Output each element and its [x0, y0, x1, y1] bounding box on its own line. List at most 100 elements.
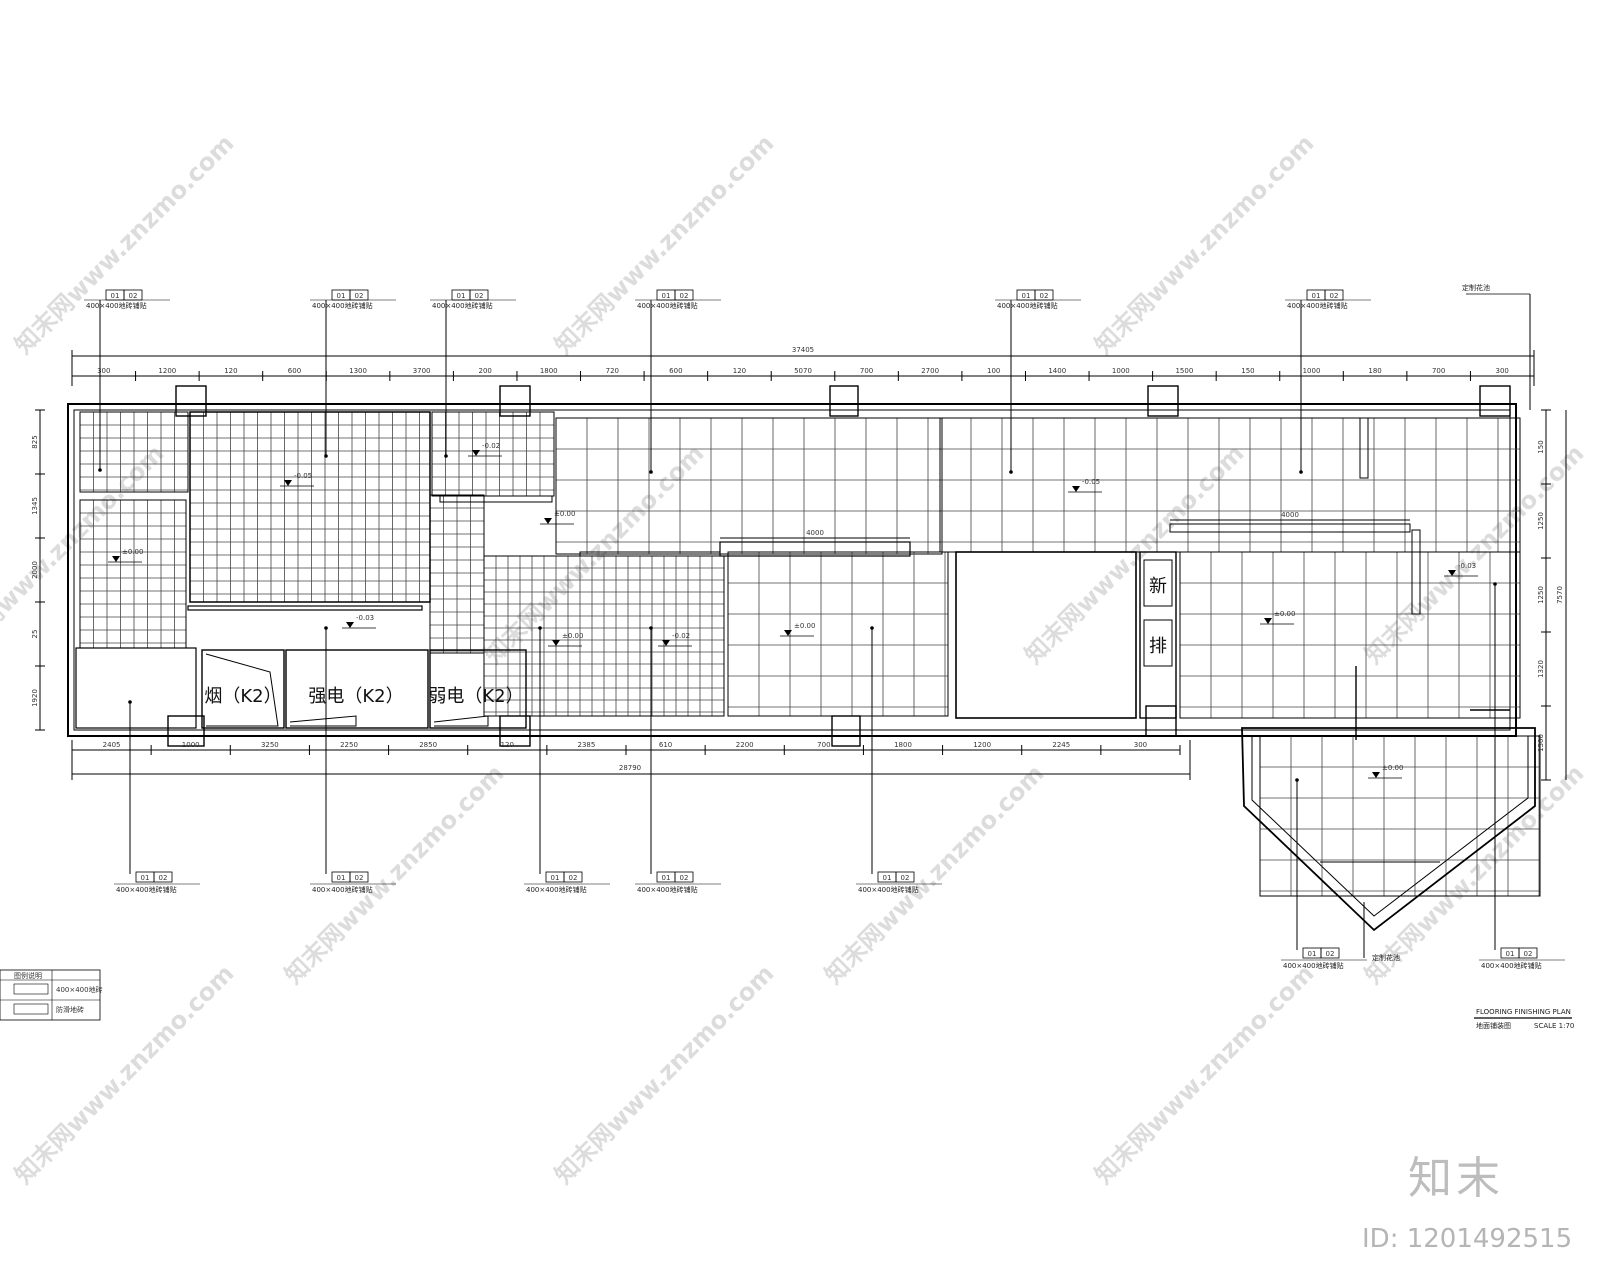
structural-column	[1479, 385, 1511, 417]
spec-label: 400×400地砖铺贴	[432, 301, 493, 310]
dim-label: 610	[659, 741, 672, 749]
tag-box	[563, 871, 583, 883]
dim-label: 4000	[1281, 511, 1299, 519]
tile-border	[555, 417, 943, 555]
floor-plan	[67, 385, 1541, 932]
level-value: -0.03	[356, 614, 374, 622]
leader-dot	[870, 626, 874, 630]
watermark-brand: 知末	[1408, 1153, 1504, 1204]
dim-label: 120	[733, 367, 746, 375]
dim-label: 1000	[1112, 367, 1130, 375]
spec-label: 400×400地砖铺贴	[312, 885, 373, 894]
dim-label: 1250	[1537, 512, 1545, 530]
dim-label: 600	[288, 367, 301, 375]
tag-text: 02	[1326, 950, 1335, 958]
dim-label: 300	[1496, 367, 1509, 375]
callout-planter-top: 定制花池	[1462, 283, 1531, 410]
spec-label: 400×400地砖铺贴	[858, 885, 919, 894]
level-triangle	[784, 630, 792, 636]
tag-box	[1518, 947, 1538, 959]
structural-column	[831, 715, 861, 747]
tag-box	[674, 871, 694, 883]
structural-column	[499, 385, 531, 417]
level-triangle	[544, 518, 552, 524]
legend-row: 400×400地砖	[56, 985, 103, 994]
spec-label: 400×400地砖铺贴	[637, 885, 698, 894]
room-name-new: 新	[1149, 576, 1167, 597]
level-triangle	[1448, 570, 1456, 576]
dim-label: 7570	[1556, 586, 1564, 604]
watermark-text: 知末网www.znzmo.com	[1089, 129, 1319, 359]
leader-dot	[1295, 778, 1299, 782]
tag-text: 02	[1330, 292, 1339, 300]
column-strip	[1359, 417, 1369, 479]
watermark-text: 知末网www.znzmo.com	[1359, 439, 1589, 669]
dim-label: 5070	[794, 367, 812, 375]
dim-label: 300	[97, 367, 110, 375]
level-value: ±0.00	[122, 548, 143, 556]
beam	[1169, 523, 1411, 533]
level-marker: ±0.00	[548, 632, 583, 647]
dim-label: 28790	[619, 764, 641, 772]
dim-label: 1800	[894, 741, 912, 749]
spec-label: 400×400地砖铺贴	[86, 301, 147, 310]
dim-label: 1250	[1537, 586, 1545, 604]
tag-text: 01	[457, 292, 466, 300]
tag-text: 01	[337, 292, 346, 300]
counter	[719, 541, 911, 557]
level-value: ±0.00	[1274, 610, 1295, 618]
planter-label: 定制花池	[1462, 283, 1490, 292]
room-name-weak: 弱电（K2）	[428, 686, 523, 707]
level-marker: ±0.00	[108, 548, 143, 563]
level-value: ±0.00	[562, 632, 583, 640]
room-weak	[429, 649, 527, 729]
dim-label: 700	[817, 741, 830, 749]
tile-border	[1259, 735, 1541, 897]
tag-text: 02	[475, 292, 484, 300]
tag-text: 01	[141, 874, 150, 882]
tag-box	[349, 871, 369, 883]
dim-label: 1200	[973, 741, 991, 749]
tile-border	[189, 411, 431, 603]
watermark-text: 知末网www.znzmo.com	[819, 759, 1049, 989]
drawing-title: FLOORING FINISHING PLAN	[1476, 1008, 1571, 1016]
dim-label: 300	[1134, 741, 1147, 749]
dim-label: 1300	[1537, 734, 1545, 752]
tag-text: 01	[1022, 292, 1031, 300]
tag-text: 02	[159, 874, 168, 882]
tile-grid-balcony	[1259, 735, 1541, 897]
balcony-outline	[1241, 727, 1536, 932]
spec-label: 400×400地砖铺贴	[637, 301, 698, 310]
level-triangle	[662, 640, 670, 646]
balcony-inner	[1251, 736, 1529, 917]
shaft-room	[1139, 551, 1177, 719]
tag-text: 02	[129, 292, 138, 300]
tile-grid-corridor	[431, 411, 555, 497]
tile-grid-toilet-area	[189, 411, 431, 603]
drawing-scale: SCALE 1:70	[1534, 1022, 1574, 1030]
watermark-text: 知末网www.znzmo.com	[0, 439, 169, 669]
dim-label: 1800	[540, 367, 558, 375]
dim-label: 1400	[1048, 367, 1066, 375]
structural-column	[1147, 385, 1179, 417]
structural-column	[167, 715, 205, 747]
dim-label: 2000	[31, 561, 39, 579]
shaft-box-exhaust	[1143, 619, 1173, 667]
leader-dot	[324, 626, 328, 630]
spec-label: 400×400地砖铺贴	[1287, 301, 1348, 310]
level-marker: ±0.00	[1368, 764, 1403, 779]
room-smoke	[201, 649, 285, 729]
tag-text: 01	[1312, 292, 1321, 300]
dim-label: 1345	[31, 497, 39, 515]
spec-label: 400×400地砖铺贴	[312, 301, 373, 310]
level-triangle	[552, 640, 560, 646]
tile-grid-washroom	[483, 555, 725, 717]
tag-text: 02	[1040, 292, 1049, 300]
door-strip	[579, 551, 721, 557]
